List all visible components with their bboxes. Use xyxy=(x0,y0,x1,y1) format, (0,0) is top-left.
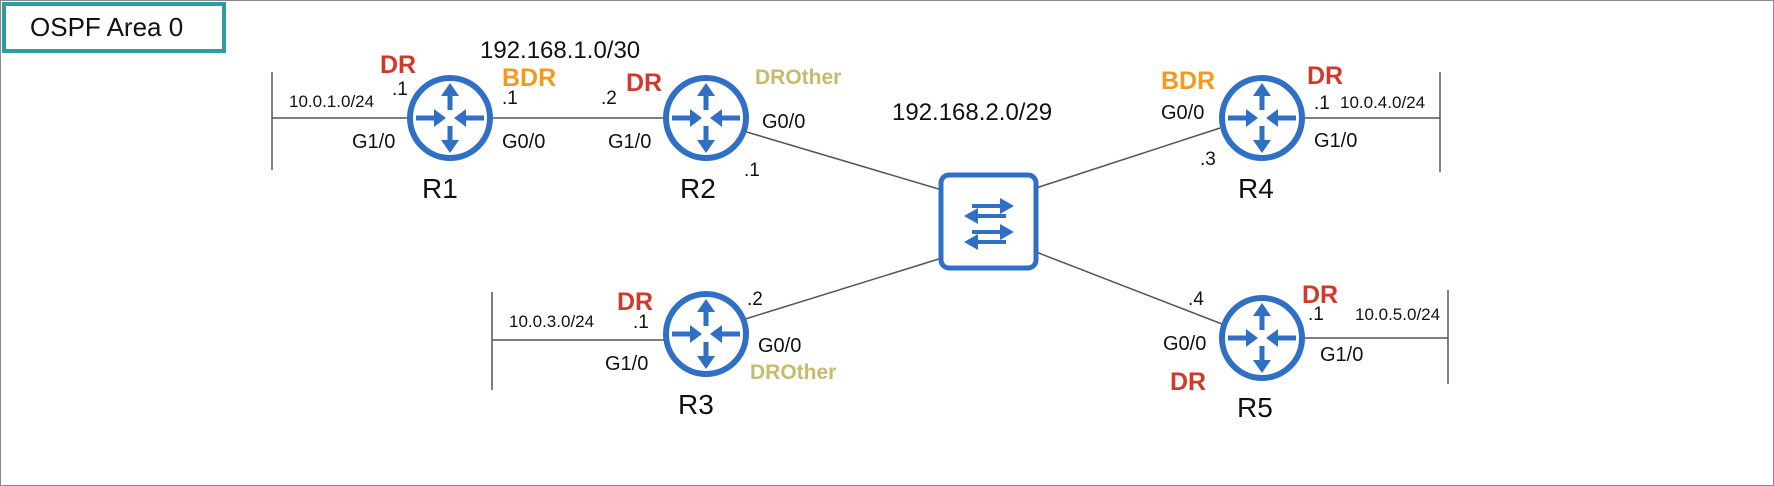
r3-lan-address: .1 xyxy=(633,312,649,333)
network-label-r3-lan: 10.0.3.0/24 xyxy=(509,312,594,331)
r5-shared-interface: G0/0 xyxy=(1163,333,1206,355)
network-label-r4-lan: 10.0.4.0/24 xyxy=(1340,93,1425,112)
network-label-r5-lan: 10.0.5.0/24 xyxy=(1355,305,1440,324)
router-r1[interactable] xyxy=(407,75,493,161)
link-switch-r4 xyxy=(1035,127,1221,189)
r3-name: R3 xyxy=(678,389,714,420)
r4-name: R4 xyxy=(1238,173,1274,204)
router-r3[interactable] xyxy=(663,291,749,377)
r1-p2p-role-badge: BDR xyxy=(502,64,556,92)
r2-p2p-interface: G1/0 xyxy=(608,131,651,153)
r1-lan-interface: G1/0 xyxy=(352,131,395,153)
r4-shared-role-badge: BDR xyxy=(1161,67,1215,95)
r2-p2p-role-badge: DR xyxy=(626,69,662,97)
link-r2-switch xyxy=(739,129,943,191)
r3-shared-interface: G0/0 xyxy=(758,335,801,357)
r2-name: R2 xyxy=(680,173,716,204)
r1-p2p-interface: G0/0 xyxy=(502,131,545,153)
r3-lan-role-badge: DR xyxy=(617,288,653,316)
network-label-r1-r2: 192.168.1.0/30 xyxy=(480,37,640,64)
r4-shared-interface: G0/0 xyxy=(1161,102,1204,124)
r4-shared-address: .3 xyxy=(1200,149,1216,170)
r2-shared-role-badge: DROther xyxy=(755,66,841,89)
r2-p2p-address: .2 xyxy=(601,88,617,109)
r1-lan-role-badge: DR xyxy=(380,51,416,79)
r2-shared-interface: G0/0 xyxy=(762,111,805,133)
r4-lan-role-badge: DR xyxy=(1307,62,1343,90)
r1-lan-address: .1 xyxy=(392,79,408,100)
r4-lan-address: .1 xyxy=(1314,93,1330,114)
r4-lan-interface: G1/0 xyxy=(1314,130,1357,152)
r3-lan-interface: G1/0 xyxy=(605,353,648,375)
r5-lan-address: .1 xyxy=(1308,304,1324,325)
r5-lan-interface: G1/0 xyxy=(1320,344,1363,366)
area-label: OSPF Area 0 xyxy=(2,2,226,53)
link-r3-switch xyxy=(741,257,943,321)
r3-shared-address: .2 xyxy=(747,289,763,310)
switch[interactable] xyxy=(938,172,1039,271)
r1-name: R1 xyxy=(422,173,458,204)
router-r4[interactable] xyxy=(1219,75,1305,161)
r5-shared-role-badge: DR xyxy=(1170,368,1206,396)
r3-shared-role-badge: DROther xyxy=(750,361,836,384)
network-label-r1-lan: 10.0.1.0/24 xyxy=(289,92,374,111)
switch-icon xyxy=(964,198,1014,250)
r1-p2p-address: .1 xyxy=(502,88,518,109)
r5-name: R5 xyxy=(1237,392,1273,423)
links xyxy=(271,72,1449,390)
r5-lan-role-badge: DR xyxy=(1302,281,1338,309)
area-label-text: OSPF Area 0 xyxy=(30,12,184,42)
r2-shared-address: .1 xyxy=(744,160,760,181)
router-r5[interactable] xyxy=(1219,295,1305,381)
link-switch-r5 xyxy=(1035,251,1223,325)
router-r2[interactable] xyxy=(663,75,749,161)
r5-shared-address: .4 xyxy=(1188,289,1204,310)
network-label-shared: 192.168.2.0/29 xyxy=(892,99,1052,126)
